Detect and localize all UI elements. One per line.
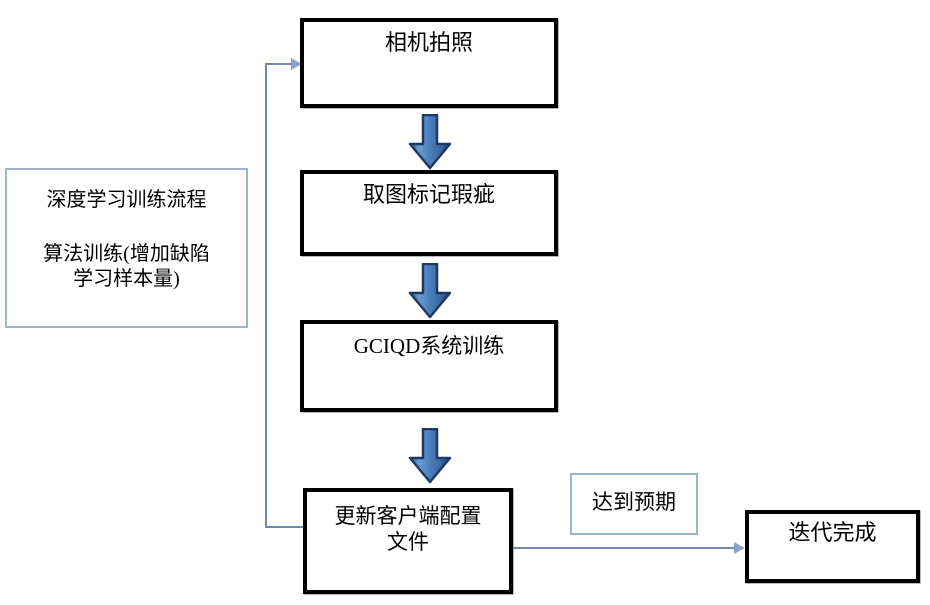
node-update-client-config-label: 更新客户端配置 文件 — [334, 504, 482, 554]
connector-arrowhead-icon — [734, 542, 745, 554]
node-gciqd-training[interactable]: GCIQD系统训练 — [300, 320, 558, 412]
down-arrow-icon-2 — [408, 263, 452, 319]
node-meets-expectation[interactable]: 达到预期 — [570, 473, 698, 535]
node-gciqd-training-label: GCIQD系统训练 — [353, 334, 505, 358]
feedback-loop-top-segment — [265, 63, 293, 65]
feedback-loop-arrowhead-icon — [291, 58, 302, 70]
down-arrow-icon-1 — [408, 114, 452, 170]
node-update-client-config[interactable]: 更新客户端配置 文件 — [303, 488, 513, 594]
node-camera-capture-label: 相机拍照 — [384, 30, 473, 55]
left-panel-line-2: 算法训练(增加缺陷 学习样本量) — [43, 243, 210, 290]
node-camera-capture[interactable]: 相机拍照 — [300, 18, 558, 108]
node-iteration-complete-label: 迭代完成 — [788, 520, 877, 545]
connector-to-iteration-complete — [513, 547, 737, 549]
node-iteration-complete[interactable]: 迭代完成 — [745, 510, 920, 583]
feedback-loop-vertical-segment — [265, 63, 267, 528]
node-mark-defects-label: 取图标记瑕疵 — [362, 182, 495, 207]
down-arrow-icon-3 — [408, 428, 452, 484]
left-description-panel: 深度学习训练流程 算法训练(增加缺陷 学习样本量) — [5, 168, 248, 328]
node-mark-defects[interactable]: 取图标记瑕疵 — [300, 170, 558, 256]
feedback-loop-bottom-segment — [265, 526, 305, 528]
left-panel-line-1: 深度学习训练流程 — [46, 189, 207, 211]
node-meets-expectation-label: 达到预期 — [592, 490, 676, 514]
